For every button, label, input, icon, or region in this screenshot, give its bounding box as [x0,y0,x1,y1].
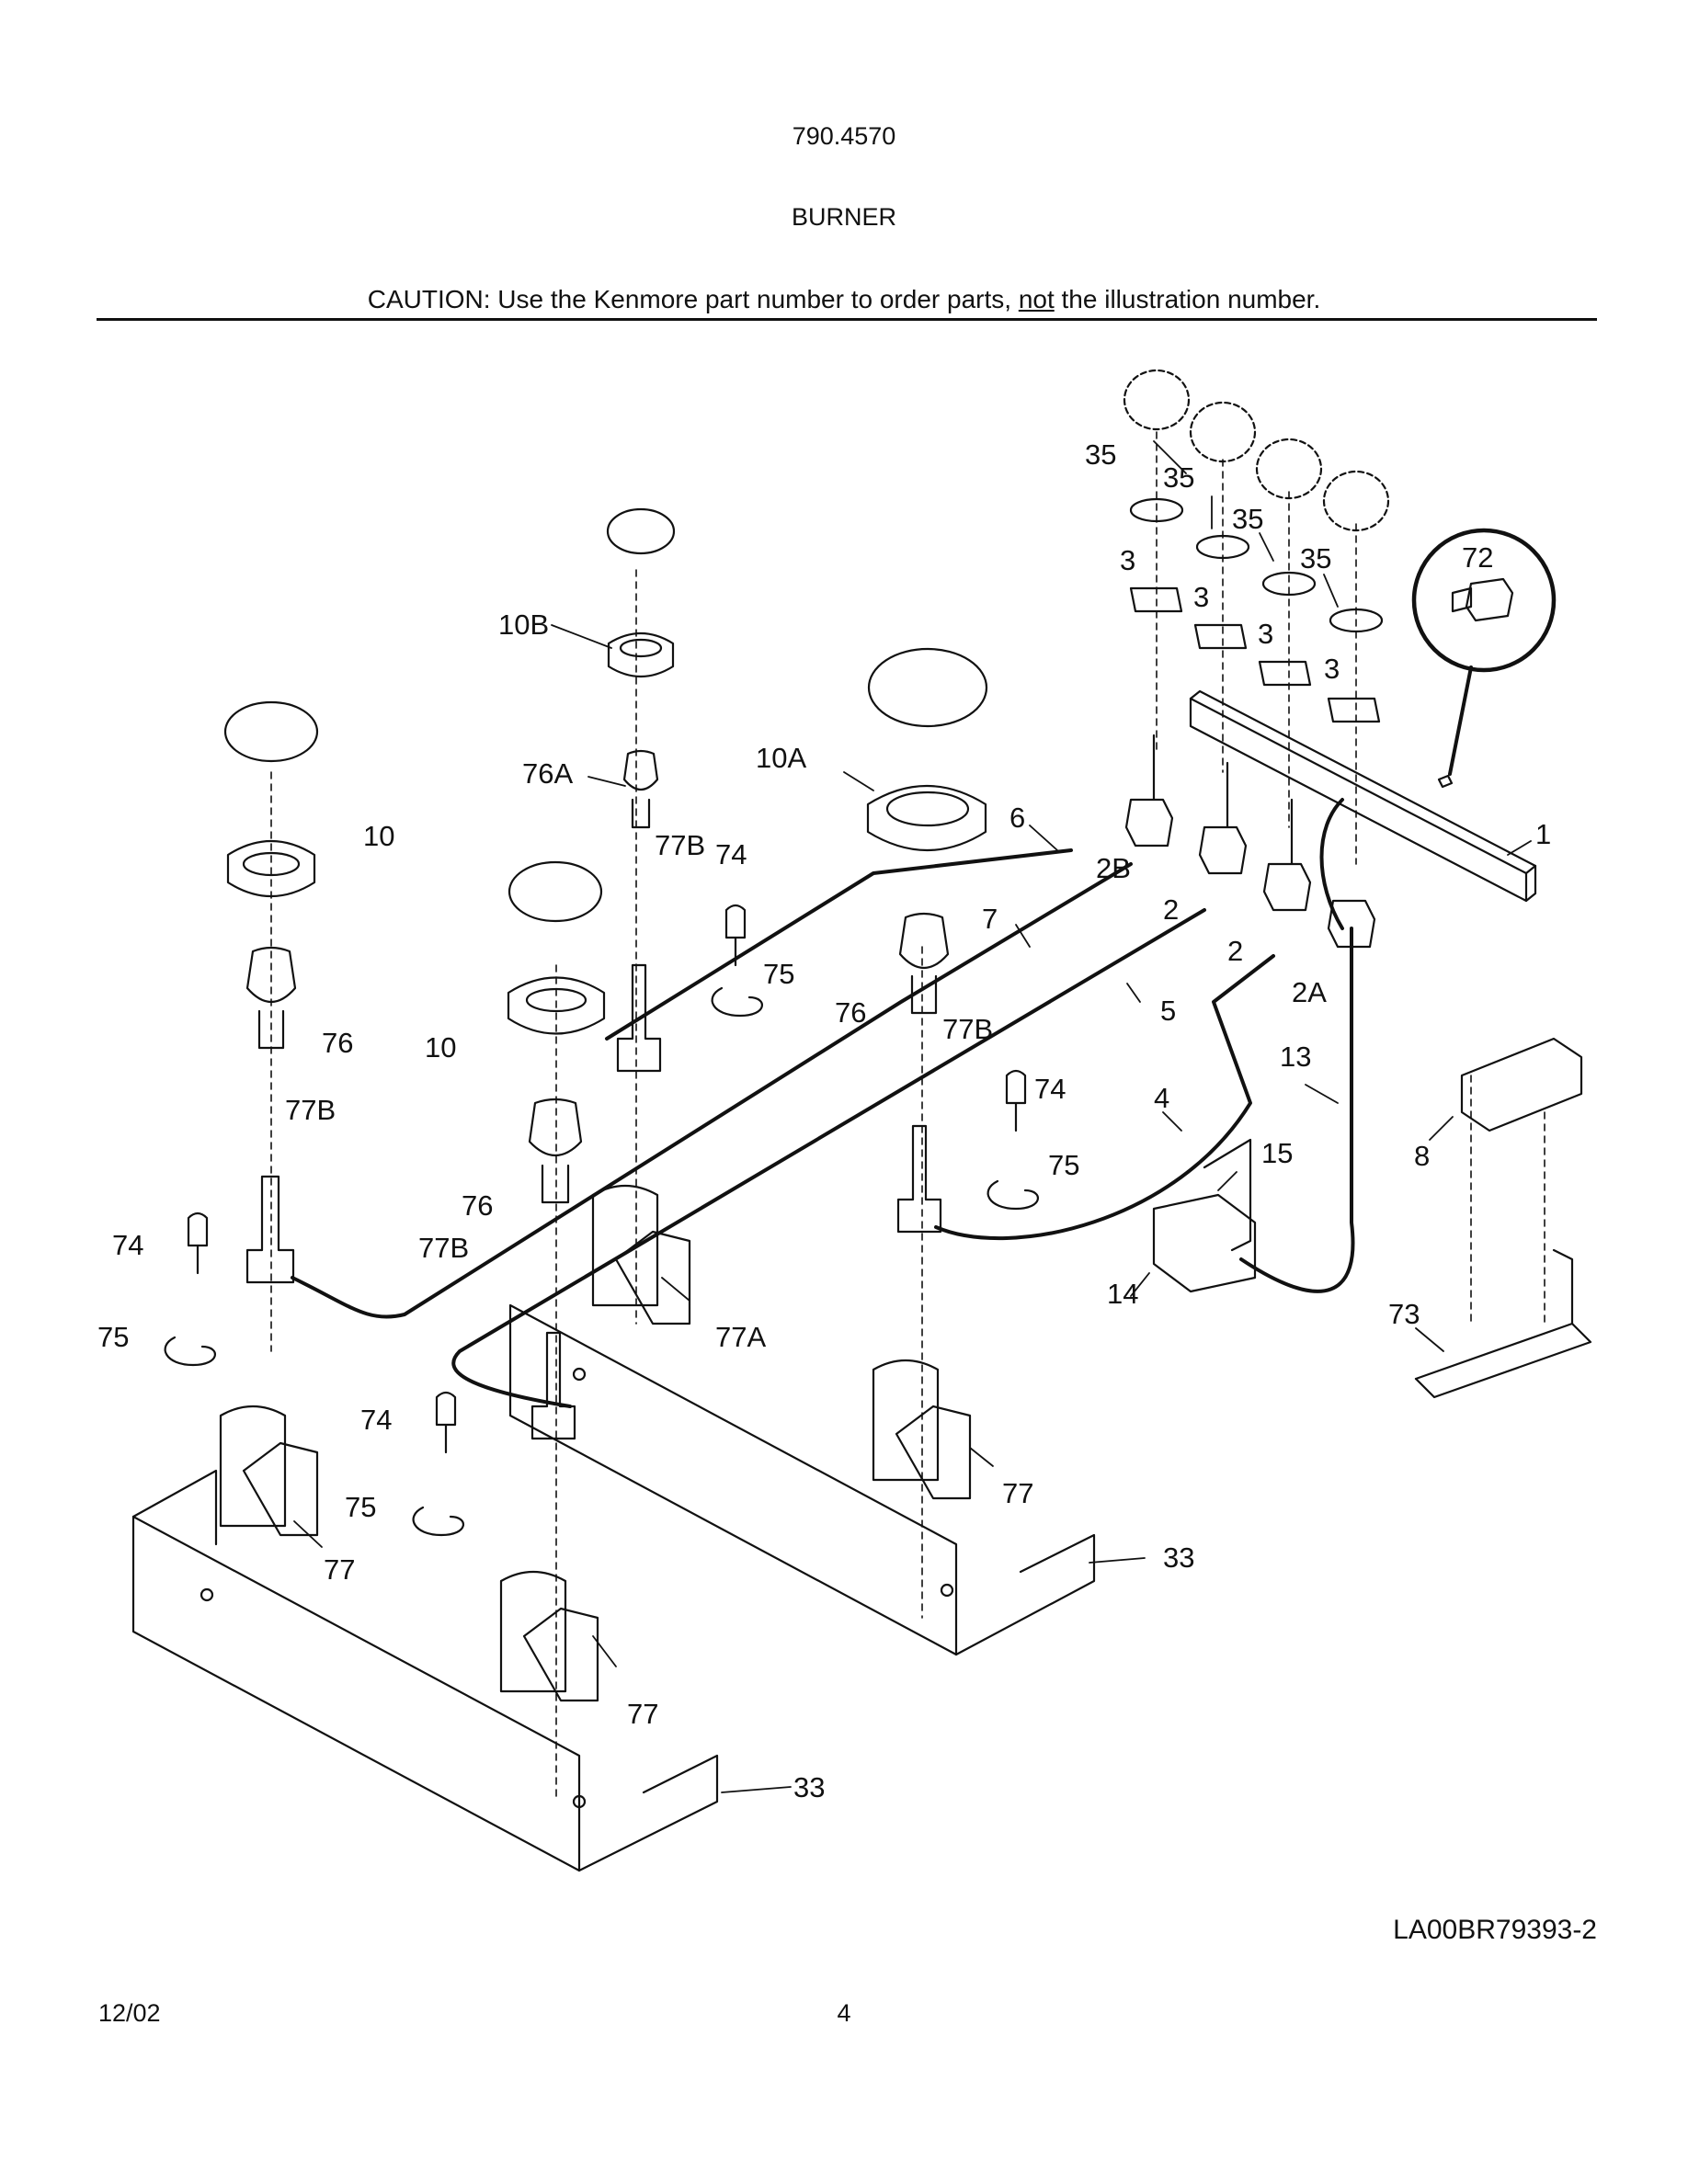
callout-35-a: 35 [1085,438,1116,471]
callout-labels: 1 2 2 2A 2B 3 3 3 3 4 5 6 7 8 10 10 10A … [97,438,1551,1803]
knob-bezels [1129,497,1384,723]
burner-heads [226,632,987,1035]
callout-3-d: 3 [1324,653,1340,685]
callout-6: 6 [1009,802,1025,834]
callout-77B-a: 77B [655,829,705,861]
callout-76A: 76A [522,757,573,790]
callout-4: 4 [1154,1082,1169,1114]
burner-base-rails [131,1303,1096,1872]
callout-33-right: 33 [1163,1541,1194,1574]
caution-note: CAUTION: Use the Kenmore part number to … [0,285,1688,314]
figure-id: LA00BR79393-2 [1393,1915,1597,1945]
callout-74-b: 74 [1034,1073,1066,1105]
caution-text-prefix: CAUTION: Use the Kenmore part number to … [367,285,1019,313]
callout-10B: 10B [498,609,549,641]
callout-35-d: 35 [1300,542,1331,574]
footer-date: 12/02 [98,1999,161,2027]
control-knobs [1123,369,1390,532]
callout-76-c: 76 [462,1189,493,1222]
section-title: BURNER [791,203,896,231]
callout-76-a: 76 [322,1027,353,1059]
callout-72: 72 [1462,541,1493,574]
caution-emphasis: not [1018,285,1055,313]
leader-lines [293,440,1532,1793]
callout-3-a: 3 [1120,544,1135,576]
callout-2-upper: 2 [1163,893,1179,926]
callout-10-lower: 10 [425,1031,456,1064]
callout-35-b: 35 [1163,461,1194,494]
callout-35-c: 35 [1232,503,1263,535]
callout-77-a: 77 [324,1553,355,1586]
burner-valves [1124,734,1376,949]
callout-74-a: 74 [715,838,747,870]
callout-77B-b: 77B [942,1013,993,1045]
callout-2A: 2A [1292,976,1327,1008]
callout-75-b: 75 [1048,1149,1079,1181]
mounting-brackets [219,1185,972,1702]
callout-10-upper: 10 [363,820,394,852]
callout-33-left: 33 [793,1771,825,1803]
callout-15: 15 [1261,1137,1293,1169]
callout-3-b: 3 [1193,581,1209,613]
callout-5: 5 [1160,995,1176,1027]
callout-3-c: 3 [1258,618,1273,650]
callout-76-b: 76 [835,996,866,1029]
alignment-lines [270,431,1545,1803]
callout-14: 14 [1107,1278,1138,1310]
callout-75-c: 75 [97,1321,129,1353]
callout-8: 8 [1414,1140,1430,1172]
callout-2-lower: 2 [1227,935,1243,967]
callout-74-c: 74 [112,1229,143,1261]
callout-1: 1 [1535,818,1551,850]
callout-2B: 2B [1096,852,1131,884]
module-bracket [1414,1248,1592,1399]
callout-13: 13 [1280,1041,1311,1073]
caution-text-suffix: the illustration number. [1054,285,1321,313]
igniters [187,904,1027,1454]
callout-75-d: 75 [345,1491,376,1523]
callout-7: 7 [982,903,998,935]
venturi-tubes [245,749,950,1204]
manifold [1189,689,1537,903]
callout-77-c: 77 [627,1698,658,1730]
pressure-regulator [1152,1138,1257,1293]
spark-module [1460,1037,1583,1132]
screw-detail [1411,528,1557,789]
header-rule [97,318,1597,321]
orifice-holders [245,963,942,1440]
callout-77B-c: 77B [285,1094,336,1126]
callout-75-a: 75 [763,958,794,990]
callout-77B-d: 77B [418,1232,469,1264]
callout-77-b: 77 [1002,1477,1033,1509]
callout-10A: 10A [756,742,806,774]
callout-74-d: 74 [360,1404,392,1436]
igniter-clips [164,986,1040,1537]
burner-caps [223,507,988,923]
model-number: 790.4570 [792,122,896,150]
page-number: 4 [837,1999,851,2027]
callout-73: 73 [1388,1298,1420,1330]
gas-tubing [291,798,1355,1408]
callout-77A: 77A [715,1321,766,1353]
